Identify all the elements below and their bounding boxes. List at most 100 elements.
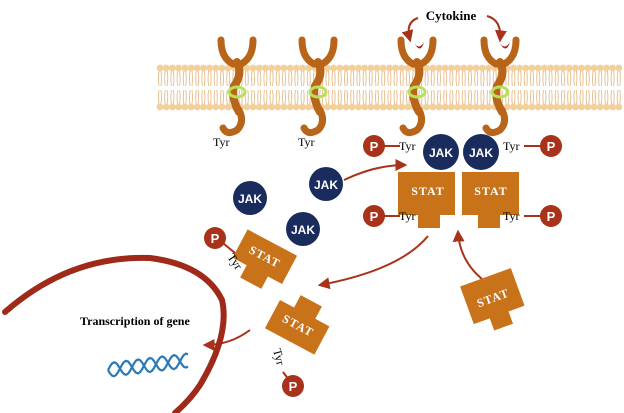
lipid-head <box>274 103 282 111</box>
lipid-head <box>286 103 294 111</box>
lipid-tail <box>486 89 491 105</box>
lipid-tail <box>269 89 274 105</box>
lipid-tail <box>368 89 373 105</box>
receptor-4 <box>480 36 520 137</box>
lipid-head <box>249 64 257 72</box>
lipid-tail <box>530 70 534 87</box>
lipid-head <box>379 64 387 72</box>
lipid-tail <box>468 70 472 87</box>
lipid-head <box>305 103 313 111</box>
lipid-head <box>423 64 430 72</box>
phosphate-6 <box>282 375 304 397</box>
lipid-head <box>255 103 263 111</box>
cytokine-ligands <box>413 40 510 49</box>
lipid-head <box>355 103 362 111</box>
lipid-head <box>516 64 523 72</box>
lipid-head <box>386 64 393 72</box>
lipid-tail <box>356 89 361 105</box>
receptor-2 <box>298 36 338 137</box>
lipid-tail <box>158 70 162 87</box>
lipid-tail <box>567 70 572 87</box>
lipid-head <box>299 103 306 111</box>
jak-bound-1-label: JAK <box>429 146 453 160</box>
phosphate-2-label: P <box>547 139 556 154</box>
lipid-head <box>423 103 430 111</box>
lipid-tail <box>561 70 565 87</box>
lipid-head <box>169 103 176 111</box>
lipid-tail <box>195 89 200 105</box>
cytokine-label: Cytokine <box>426 8 477 23</box>
lipid-tail <box>306 70 311 87</box>
lipid-head <box>466 103 474 111</box>
lipid-tail <box>536 70 541 87</box>
lipid-tail <box>362 70 367 87</box>
lipid-tail <box>182 89 187 105</box>
phosphate-2 <box>540 135 562 157</box>
lipid-tail <box>554 89 559 105</box>
lipid-tail <box>257 89 262 105</box>
receptor-3 <box>397 36 437 137</box>
lipid-tail <box>381 89 386 105</box>
lipid-tail <box>573 70 578 87</box>
lipid-tail <box>164 89 169 105</box>
lipid-tail <box>207 70 212 87</box>
lipid-tail <box>486 70 491 87</box>
lipid-head <box>262 103 269 111</box>
receptor-tail <box>399 106 426 137</box>
lipid-tail <box>344 70 348 87</box>
tyr-label-receptor-2: Tyr <box>298 135 315 149</box>
lipid-tail <box>592 70 596 87</box>
lipid-tail <box>356 70 361 87</box>
lipid-head <box>553 64 561 72</box>
lipid-tail <box>176 70 181 87</box>
lipid-tail <box>207 89 212 105</box>
lipid-head <box>603 103 610 111</box>
lipid-tail <box>511 70 516 87</box>
tyr-label-receptor-1: Tyr <box>213 135 230 149</box>
lipid-tail <box>251 89 255 105</box>
lipid-tail <box>598 89 603 105</box>
lipid-head <box>293 103 300 111</box>
lipid-head <box>193 64 201 72</box>
lipid-tail <box>213 70 218 87</box>
phosphate-3-label: P <box>370 209 379 224</box>
lipid-tail <box>592 89 596 105</box>
lipid-tail <box>536 89 541 105</box>
lipid-tail <box>480 89 485 105</box>
lipid-tail <box>350 89 355 105</box>
lipid-tail <box>189 89 193 105</box>
receptor-hinge <box>490 85 510 99</box>
lipid-tail <box>530 89 534 105</box>
lipid-head <box>541 103 548 111</box>
jak-free-3 <box>286 212 320 246</box>
lipid-head <box>466 64 474 72</box>
lipid-tail <box>523 70 528 87</box>
stat-receptor-1 <box>398 172 455 228</box>
tyr-label-active-2: Tyr <box>503 139 520 153</box>
lipid-tail <box>604 70 609 87</box>
receptor-hinge <box>308 85 328 99</box>
lipid-tail <box>325 70 330 87</box>
lipid-head <box>200 64 207 72</box>
lipid-tail <box>201 89 206 105</box>
lipid-tail <box>244 70 249 87</box>
lipid-head <box>286 64 294 72</box>
lipid-head <box>460 64 468 72</box>
lipid-tail <box>449 70 454 87</box>
stat-receptor-2-label: STAT <box>474 184 508 198</box>
lipid-head <box>330 103 337 111</box>
lipid-tail <box>300 89 305 105</box>
tyr-label-stat-1: Tyr <box>399 209 416 223</box>
lipid-head <box>534 64 542 72</box>
lipid-tail <box>164 70 169 87</box>
lipid-tail <box>220 89 224 105</box>
phosphate-6-label: P <box>289 379 298 394</box>
stat-receptor-2 <box>462 172 519 228</box>
lipid-tail <box>399 70 404 87</box>
lipid-head <box>534 103 542 111</box>
lipid-tail <box>282 89 286 105</box>
lipid-tail <box>561 89 565 105</box>
lipid-head <box>392 103 399 111</box>
lipid-tail <box>610 89 615 105</box>
